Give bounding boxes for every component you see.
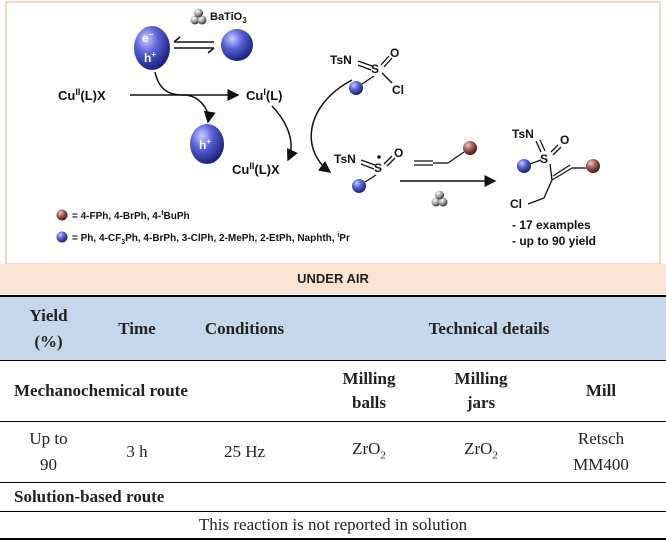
- radical-aryl-ball-icon: [352, 179, 366, 193]
- reagent-tsn-label: TsN: [330, 53, 352, 67]
- reagent-o-label: O: [390, 46, 399, 60]
- radical-s-label: S: [374, 161, 382, 175]
- radical-dot-icon: [377, 155, 381, 159]
- hole-label: h+: [144, 50, 156, 65]
- radical-tsn-label: TsN: [334, 152, 356, 166]
- solution-row: Solution-based route: [0, 482, 666, 512]
- conditions-value: 25 Hz: [177, 421, 312, 483]
- product-tsn-label: TsN: [512, 127, 534, 141]
- reagent-cl-label: Cl: [392, 83, 404, 97]
- reaction-scheme-svg: e− h+ BaTiO3 CuII(L)X CuI(L) h+ CuII(L)X: [5, 1, 661, 265]
- header-technical-details: Technical details: [312, 295, 666, 361]
- radical-o-label: O: [394, 146, 403, 160]
- reagent-aryl-ball-icon: [349, 81, 363, 95]
- reagent-s-label: S: [371, 62, 379, 76]
- cu2-end-label: CuII(L)X: [232, 161, 280, 177]
- time-value: 3 h: [97, 421, 177, 483]
- polarized-particle-icon: [134, 26, 170, 70]
- reaction-scheme: e− h+ BaTiO3 CuII(L)X CuI(L) h+ CuII(L)X: [0, 1, 666, 294]
- jars-value: ZrO2: [426, 421, 536, 483]
- substrate-aryl-ball-icon: [463, 141, 477, 155]
- under-air-label: UNDER AIR: [297, 271, 369, 286]
- product-s-label: S: [540, 152, 548, 166]
- product-cl-label: Cl: [510, 197, 522, 211]
- solution-note: This reaction is not reported in solutio…: [0, 511, 666, 540]
- ball-milling-icon: [190, 8, 207, 25]
- oxidation-arrow: [271, 105, 298, 162]
- conditions-table: Yield(%) Time Conditions Technical detai…: [0, 295, 666, 540]
- header-yield: Yield(%): [0, 295, 97, 361]
- batio3-particle-icon: [221, 29, 253, 61]
- hole-particle-label: h+: [199, 137, 211, 152]
- cu2-start-label: CuII(L)X: [58, 87, 106, 103]
- header-conditions: Conditions: [177, 295, 312, 361]
- note-yield: - up to 90 yield: [512, 234, 596, 248]
- note-examples: - 17 examples: [512, 218, 591, 232]
- chlorine-transfer-arrow: [310, 79, 353, 173]
- legend-blue-ball-icon: [56, 231, 68, 243]
- product-aryl-ball-icon: [517, 159, 531, 173]
- hole-particle-icon: [190, 124, 224, 164]
- product-brown-ball-icon: [586, 159, 600, 173]
- legend-blue-text: = Ph, 4-CF3Ph, 4-BrPh, 3-ClPh, 2-MePh, 2…: [72, 232, 350, 246]
- solution-note-row: This reaction is not reported in solutio…: [0, 511, 666, 540]
- electron-transfer-arrow: [154, 71, 186, 96]
- ball-milling-condition-icon: [431, 190, 448, 207]
- mechanochemical-label: Mechanochemical route: [0, 360, 312, 422]
- cu1-label: CuI(L): [246, 87, 282, 103]
- table-header-row: Yield(%) Time Conditions Technical detai…: [0, 295, 666, 361]
- mill-header: Mill: [536, 360, 666, 422]
- electron-label: e−: [142, 30, 154, 45]
- legend-brown-ball-icon: [56, 209, 68, 221]
- balls-value: ZrO2: [312, 421, 426, 483]
- solution-label: Solution-based route: [0, 482, 666, 512]
- header-time: Time: [97, 295, 177, 361]
- hole-transfer-arrow: [184, 94, 216, 124]
- catalyst-label: BaTiO3: [210, 11, 247, 25]
- product-o-label: O: [560, 133, 569, 147]
- legend-brown-text: = 4-FPh, 4-BrPh, 4-tBuPh: [72, 210, 190, 222]
- under-air-banner: UNDER AIR: [0, 264, 666, 294]
